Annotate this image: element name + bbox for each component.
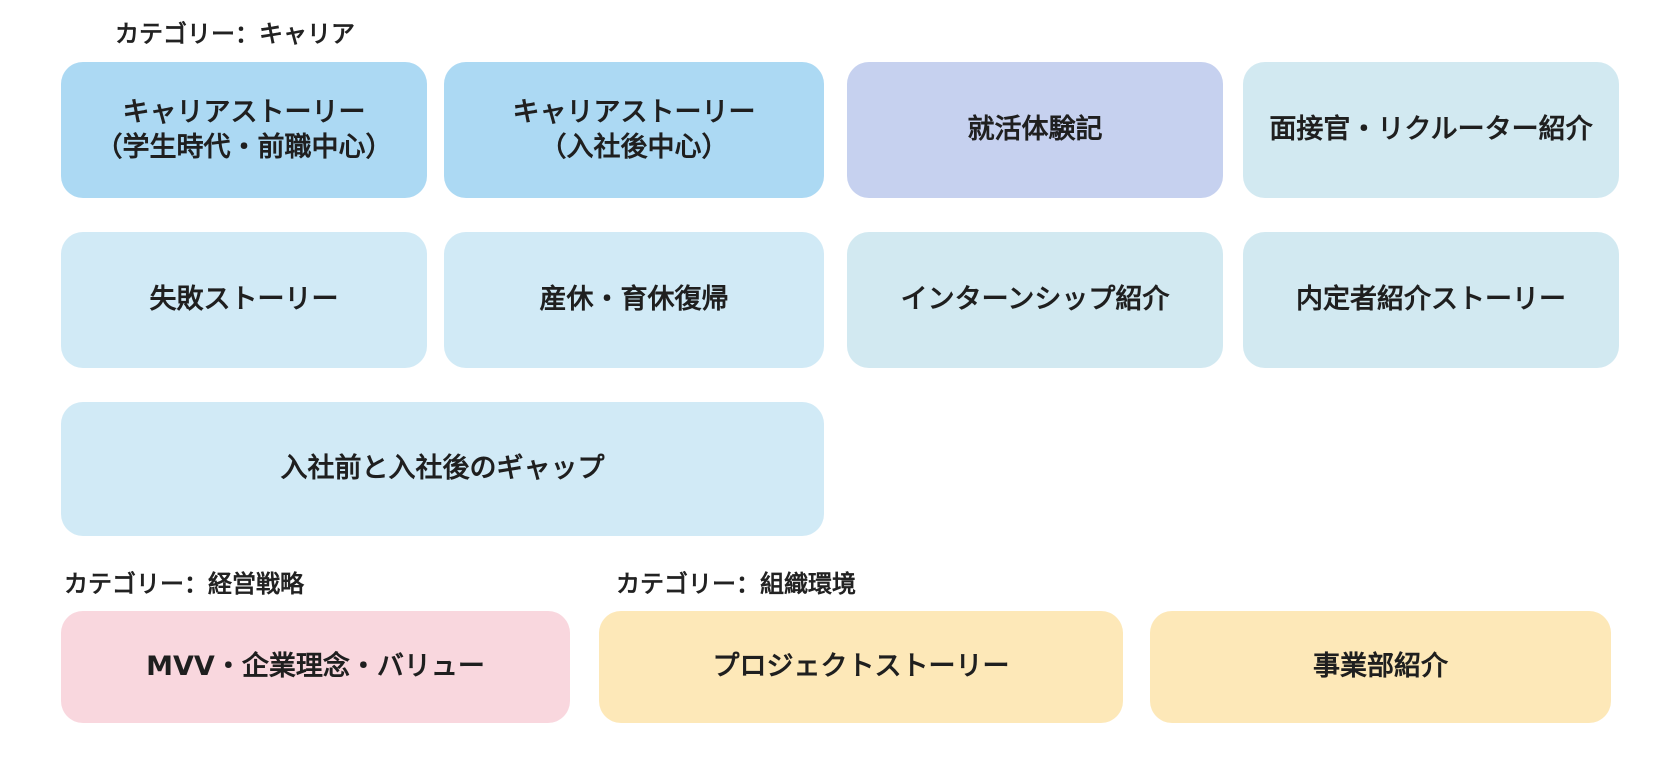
card-line-1: 就活体験記 <box>967 114 1103 146</box>
card-line-2: （学生時代・前職中心） <box>95 132 393 163</box>
card-line-2: （入社後中心） <box>539 132 729 163</box>
card-division-intro[interactable]: 事業部紹介 <box>1150 611 1611 723</box>
card-career-story-after-joining[interactable]: キャリアストーリー （入社後中心） <box>444 62 824 198</box>
card-line-1: インターンシップ紹介 <box>900 284 1170 316</box>
card-before-after-gap[interactable]: 入社前と入社後のギャップ <box>61 402 824 536</box>
card-interviewer-intro[interactable]: 面接官・リクルーター紹介 <box>1243 62 1619 198</box>
card-line-1: 事業部紹介 <box>1313 651 1448 683</box>
card-career-story-student[interactable]: キャリアストーリー （学生時代・前職中心） <box>61 62 427 198</box>
card-line-1: 産休・育休復帰 <box>539 284 729 316</box>
card-internship-intro[interactable]: インターンシップ紹介 <box>847 232 1223 368</box>
category-label-career: カテゴリー：キャリア <box>115 20 355 48</box>
card-parental-leave-return[interactable]: 産休・育休復帰 <box>444 232 824 368</box>
card-offer-holder-story[interactable]: 内定者紹介ストーリー <box>1243 232 1619 368</box>
card-line-1: 失敗ストーリー <box>149 284 339 316</box>
card-line-1: 面接官・リクルーター紹介 <box>1269 114 1593 146</box>
card-line-1: MVV・企業理念・バリュー <box>146 651 485 683</box>
card-failure-story[interactable]: 失敗ストーリー <box>61 232 427 368</box>
card-project-story[interactable]: プロジェクトストーリー <box>599 611 1123 723</box>
card-job-hunting-story[interactable]: 就活体験記 <box>847 62 1223 198</box>
card-line-1: キャリアストーリー <box>512 96 756 128</box>
card-line-1: プロジェクトストーリー <box>712 651 1010 683</box>
card-line-1: 内定者紹介ストーリー <box>1296 284 1566 316</box>
category-label-strategy: カテゴリー：経営戦略 <box>64 570 304 598</box>
card-line-1: キャリアストーリー <box>122 96 366 128</box>
card-line-1: 入社前と入社後のギャップ <box>280 453 605 485</box>
category-label-organization: カテゴリー：組織環境 <box>616 570 856 598</box>
card-mvv[interactable]: MVV・企業理念・バリュー <box>61 611 570 723</box>
